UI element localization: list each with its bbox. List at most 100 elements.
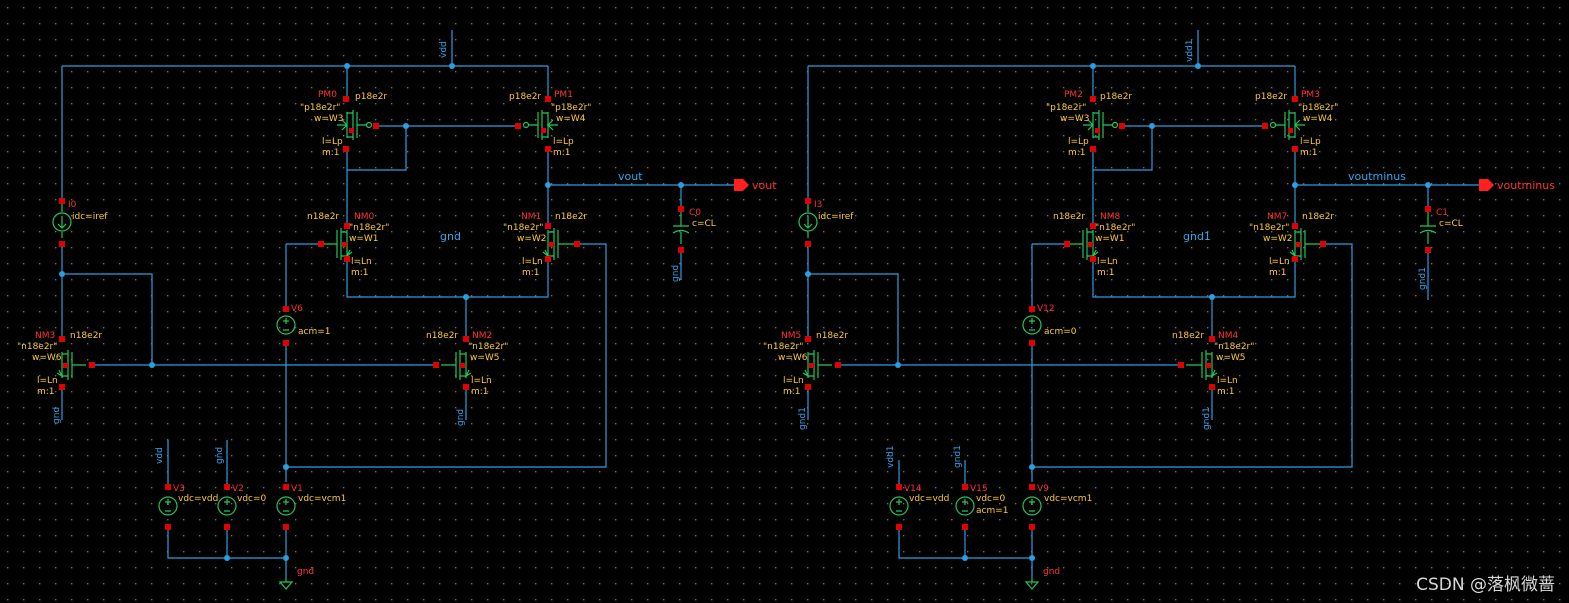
right-circuit: vdd1 PM2 p18e2r "p18e2r" w=W3 l=Lp m:1 p…: [763, 30, 1555, 590]
param-label-nm5: "n18e2r": [763, 342, 803, 352]
param-label-nm4: l=Ln: [1217, 376, 1238, 386]
instance-label-pm2: PM2: [1064, 90, 1083, 100]
port-label-vout: vout: [752, 179, 777, 192]
instance-label-i0: I0: [68, 200, 77, 210]
param-label-v14: vdc=vdd: [909, 494, 949, 504]
right-junctions: [805, 63, 1431, 561]
param-label-nm2: "n18e2r": [468, 342, 508, 352]
port-label-voutminus: voutminus: [1497, 179, 1555, 192]
transistor-pm2[interactable]: [1083, 96, 1125, 152]
instance-label-pm1: PM1: [554, 90, 573, 100]
param-label-v15: vdc=0: [976, 494, 1006, 504]
param-label-v15: acm=1: [976, 506, 1009, 516]
transistor-nm7[interactable]: [1289, 223, 1326, 262]
instance-label-v15: V15: [970, 484, 988, 494]
port-vout[interactable]: [734, 179, 749, 191]
param-label-pm0: w=W3: [314, 114, 344, 124]
transistor-pm3[interactable]: [1262, 96, 1305, 152]
voltage-source-v9[interactable]: [1022, 484, 1042, 530]
net-label-gnd1: gnd1: [798, 407, 808, 430]
param-label-c0: c=CL: [692, 219, 716, 229]
net-label-gnd: gnd: [671, 265, 681, 282]
transistor-nm8[interactable]: [1064, 223, 1099, 262]
left-circuit: vdd PM0 p18e2r "p18e2r" w=W3 l=Lp m:1 p1…: [17, 30, 777, 590]
net-label-gnd: gnd: [52, 407, 62, 424]
current-source-i0[interactable]: [52, 198, 72, 247]
model-label-pm3: p18e2r: [1255, 92, 1287, 102]
voltage-source-v3[interactable]: [158, 484, 178, 530]
param-label-nm0: w=W1: [349, 234, 379, 244]
model-label-nm1: n18e2r: [555, 212, 587, 222]
net-label-vdd1: vdd1: [886, 446, 896, 468]
model-label-nm4: n18e2r: [1172, 331, 1204, 341]
model-label-nm7: n18e2r: [1302, 212, 1334, 222]
left-junctions: [59, 63, 684, 561]
param-label-pm1: l=Lp: [553, 137, 574, 147]
param-label-nm3: "n18e2r": [17, 342, 57, 352]
instance-label-nm1: NM1: [521, 212, 541, 222]
transistor-pm1[interactable]: [515, 96, 558, 152]
param-label-nm3: m:1: [37, 387, 55, 397]
param-label-i3: idc=iref: [818, 212, 854, 222]
param-label-nm1: m:1: [522, 268, 540, 278]
param-label-nm5: l=Ln: [783, 376, 804, 386]
param-label-pm1: "p18e2r": [551, 103, 591, 113]
net-label-gnd: gnd: [1043, 567, 1060, 577]
param-label-pm3: m:1: [1300, 148, 1318, 158]
instance-label-nm5: NM5: [781, 331, 801, 341]
current-source-i3[interactable]: [798, 198, 818, 247]
voltage-source-v15[interactable]: [955, 484, 975, 530]
param-label-nm5: m:1: [783, 387, 801, 397]
model-label-nm2: n18e2r: [426, 331, 458, 341]
net-label-vdd: vdd: [439, 41, 449, 58]
ground-symbol-right: [1024, 578, 1040, 590]
voltage-source-v14[interactable]: [889, 484, 909, 530]
right-wires[interactable]: [807, 30, 1482, 578]
instance-label-v3: V3: [173, 484, 185, 494]
param-label-v6: acm=1: [298, 327, 331, 337]
param-label-nm8: l=Ln: [1097, 257, 1118, 267]
voltage-source-v6[interactable]: [276, 306, 296, 346]
capacitor-c1[interactable]: [1419, 206, 1437, 253]
param-label-v2: vdc=0: [237, 494, 267, 504]
instance-label-v12: V12: [1037, 304, 1055, 314]
net-label-voutminus: voutminus: [1348, 170, 1406, 183]
transistor-nm0[interactable]: [318, 223, 353, 262]
port-voutminus[interactable]: [1479, 179, 1494, 191]
instance-label-nm0: NM0: [354, 212, 374, 222]
instance-label-nm7: NM7: [1267, 212, 1287, 222]
transistor-pm0[interactable]: [337, 96, 379, 152]
param-label-nm1: w=W2: [517, 234, 547, 244]
model-label-nm5: n18e2r: [816, 331, 848, 341]
param-label-v1: vdc=vcm1: [298, 494, 346, 504]
voltage-source-v2[interactable]: [217, 484, 237, 530]
param-label-nm7: "n18e2r": [1249, 223, 1289, 233]
transistor-nm1[interactable]: [542, 223, 580, 262]
instance-label-nm2: NM2: [472, 331, 492, 341]
param-label-nm8: m:1: [1097, 268, 1115, 278]
voltage-source-v1[interactable]: [276, 484, 296, 530]
voltage-source-v12[interactable]: [1022, 306, 1042, 346]
instance-label-v6: V6: [291, 304, 303, 314]
model-label-nm8: n18e2r: [1053, 212, 1085, 222]
transistor-nm5[interactable]: [802, 336, 841, 390]
param-label-pm2: m:1: [1068, 148, 1086, 158]
capacitor-c0[interactable]: [672, 206, 690, 253]
param-label-nm7: w=W2: [1263, 234, 1293, 244]
watermark: CSDN @落枫微蔷: [1416, 575, 1555, 595]
param-label-nm8: "n18e2r": [1095, 223, 1135, 233]
left-wires[interactable]: [61, 30, 738, 578]
model-label-nm3: n18e2r: [70, 331, 102, 341]
transistor-nm3[interactable]: [56, 336, 95, 390]
transistor-nm4[interactable]: [1178, 336, 1218, 390]
transistor-nm2[interactable]: [433, 336, 472, 390]
instance-label-pm3: PM3: [1301, 90, 1320, 100]
param-label-i0: idc=iref: [72, 212, 108, 222]
instance-label-c0: C0: [689, 208, 701, 218]
instance-label-nm8: NM8: [1100, 212, 1120, 222]
model-label-nm0: n18e2r: [307, 212, 339, 222]
param-label-pm3: l=Lp: [1300, 137, 1321, 147]
param-label-nm3: w=W6: [32, 353, 62, 363]
